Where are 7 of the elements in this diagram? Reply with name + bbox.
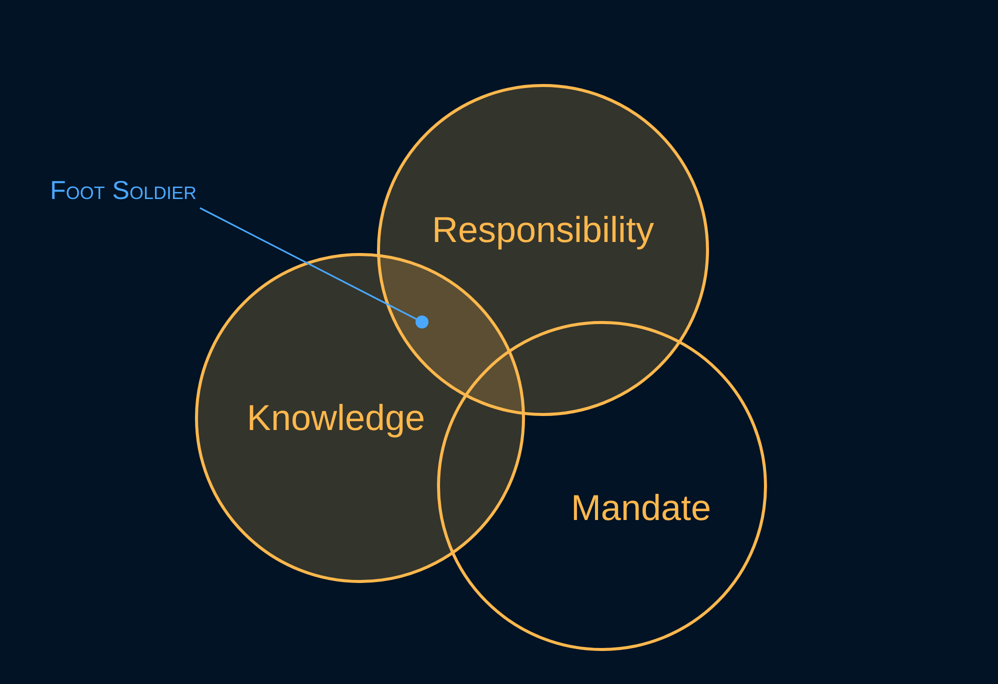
- venn-circle: [437, 321, 767, 651]
- callout-label: Foot Soldier: [50, 172, 200, 208]
- venn-circle: [195, 253, 525, 583]
- set-label: Knowledge: [246, 400, 426, 436]
- set-label: Mandate: [570, 490, 712, 526]
- set-label: Responsibility: [432, 212, 654, 248]
- leader-line: [200, 207, 428, 328]
